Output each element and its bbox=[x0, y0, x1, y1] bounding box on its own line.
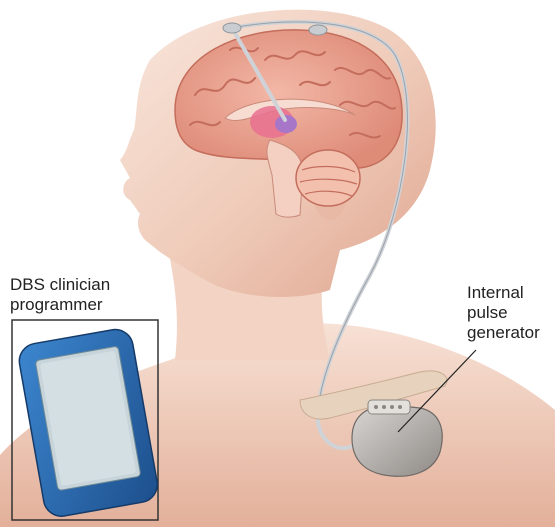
lead-connector bbox=[309, 25, 327, 35]
target-nucleus bbox=[275, 115, 297, 133]
pulse-generator-icon bbox=[352, 400, 442, 476]
programmer-label-line2: programmer bbox=[10, 295, 110, 315]
programmer-label-line1: DBS clinician bbox=[10, 275, 110, 295]
ipg-label-line2: pulse bbox=[467, 303, 540, 323]
cerebellum bbox=[296, 150, 360, 206]
ipg-label: Internal pulse generator bbox=[467, 283, 540, 343]
burr-hole-cap bbox=[223, 23, 241, 33]
ipg-label-line1: Internal bbox=[467, 283, 540, 303]
ipg-label-line3: generator bbox=[467, 323, 540, 343]
programmer-label: DBS clinician programmer bbox=[10, 275, 110, 315]
